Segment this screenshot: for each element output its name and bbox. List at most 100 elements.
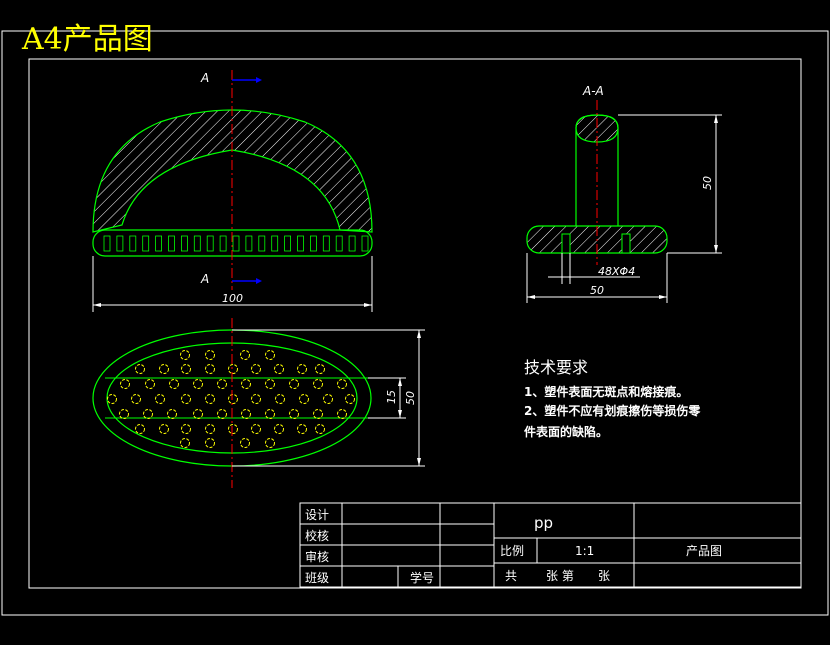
hole bbox=[297, 364, 307, 374]
base-rib bbox=[116, 235, 124, 252]
scale-value: 1:1 bbox=[575, 544, 594, 558]
outer-frame bbox=[1, 30, 829, 616]
title-block bbox=[299, 502, 802, 588]
top-inner-label: 15 bbox=[385, 390, 398, 404]
hole bbox=[169, 379, 179, 389]
base-rib bbox=[245, 235, 253, 252]
arch-shell-hatched bbox=[92, 109, 373, 233]
title-block-text: 设计 校核 审核 班级 学号 pp 比例 1:1 产品图 共 张 第 张 bbox=[305, 508, 722, 585]
post-cap-hatched bbox=[575, 114, 619, 143]
front-width-label: 100 bbox=[222, 292, 243, 305]
hole bbox=[313, 409, 323, 419]
hole bbox=[315, 424, 325, 434]
hole bbox=[289, 409, 299, 419]
hole bbox=[275, 394, 285, 404]
student-id-label: 学号 bbox=[410, 570, 434, 585]
hole bbox=[193, 379, 203, 389]
base-rib bbox=[335, 235, 343, 252]
base-rib bbox=[271, 235, 279, 252]
tech-line-3: 件表面的缺陷。 bbox=[524, 424, 608, 439]
base-rib bbox=[322, 235, 330, 252]
hole bbox=[181, 394, 191, 404]
hole bbox=[120, 379, 130, 389]
review-label: 审核 bbox=[305, 549, 329, 564]
top-view: 15 50 bbox=[92, 318, 425, 488]
section-label-top: A bbox=[200, 71, 209, 85]
hole bbox=[159, 364, 169, 374]
hole bbox=[145, 379, 155, 389]
hole bbox=[228, 394, 238, 404]
section-width-label: 50 bbox=[590, 284, 604, 297]
base-rib bbox=[129, 235, 137, 252]
section-height-label: 50 bbox=[701, 176, 714, 190]
section-label-bottom: A bbox=[200, 272, 209, 286]
hole bbox=[131, 394, 141, 404]
hole bbox=[289, 379, 299, 389]
section-view-label: A-A bbox=[582, 84, 604, 98]
sheet-total-label: 共 bbox=[505, 569, 517, 583]
sheet-unit-label: 张 bbox=[598, 569, 610, 583]
hole bbox=[159, 424, 169, 434]
hole bbox=[337, 379, 347, 389]
hole bbox=[274, 364, 284, 374]
hole bbox=[205, 438, 215, 448]
top-outer-label: 50 bbox=[404, 391, 417, 405]
hole bbox=[228, 424, 238, 434]
front-view: A A 100 bbox=[92, 70, 373, 312]
hole bbox=[251, 424, 261, 434]
hole bbox=[315, 364, 325, 374]
base-rib bbox=[155, 235, 163, 252]
hole bbox=[180, 438, 190, 448]
hole bbox=[217, 379, 227, 389]
base-rib bbox=[219, 235, 227, 252]
hole bbox=[167, 409, 177, 419]
hole bbox=[193, 409, 203, 419]
hole bbox=[265, 438, 275, 448]
hole bbox=[323, 394, 333, 404]
hole bbox=[241, 379, 251, 389]
hole bbox=[240, 438, 250, 448]
sheet-of-label: 张 第 bbox=[546, 569, 574, 583]
base-rib bbox=[180, 235, 188, 252]
base-rib bbox=[206, 235, 214, 252]
base-rib bbox=[361, 235, 369, 252]
hole bbox=[205, 350, 215, 360]
hole bbox=[180, 350, 190, 360]
hole bbox=[205, 364, 215, 374]
section-view: A-A 50 48XΦ4 50 bbox=[526, 84, 722, 303]
hole bbox=[119, 409, 129, 419]
base-rib bbox=[348, 235, 356, 252]
technical-requirements: 技术要求 1、塑件表面无斑点和熔接痕。 2、塑件不应有划痕擦伤等损伤零 件表面的… bbox=[524, 358, 701, 439]
material-value: pp bbox=[534, 514, 553, 532]
hole bbox=[274, 424, 284, 434]
hole bbox=[181, 364, 191, 374]
hole bbox=[205, 424, 215, 434]
hole bbox=[143, 409, 153, 419]
hole bbox=[155, 394, 165, 404]
hole bbox=[299, 394, 309, 404]
hole bbox=[313, 379, 323, 389]
hole bbox=[240, 350, 250, 360]
hole bbox=[265, 350, 275, 360]
hole bbox=[205, 394, 215, 404]
hole bbox=[228, 364, 238, 374]
base-rib bbox=[297, 235, 304, 252]
hole bbox=[297, 424, 307, 434]
inner-frame bbox=[28, 58, 802, 589]
tech-line-1: 1、塑件表面无斑点和熔接痕。 bbox=[524, 384, 688, 399]
hole bbox=[345, 394, 355, 404]
hole bbox=[251, 364, 261, 374]
tech-heading: 技术要求 bbox=[524, 358, 588, 377]
class-label: 班级 bbox=[305, 571, 329, 585]
tech-line-2: 2、塑件不应有划痕擦伤等损伤零 bbox=[524, 403, 701, 418]
hole bbox=[251, 394, 261, 404]
hole bbox=[107, 394, 117, 404]
hole bbox=[181, 424, 191, 434]
drawing-name: 产品图 bbox=[686, 544, 722, 558]
hole bbox=[135, 424, 145, 434]
base-rib bbox=[103, 235, 111, 252]
check-label: 校核 bbox=[305, 528, 329, 543]
sheet-title: A4产品图 bbox=[22, 22, 153, 57]
base-ribs bbox=[103, 235, 369, 252]
